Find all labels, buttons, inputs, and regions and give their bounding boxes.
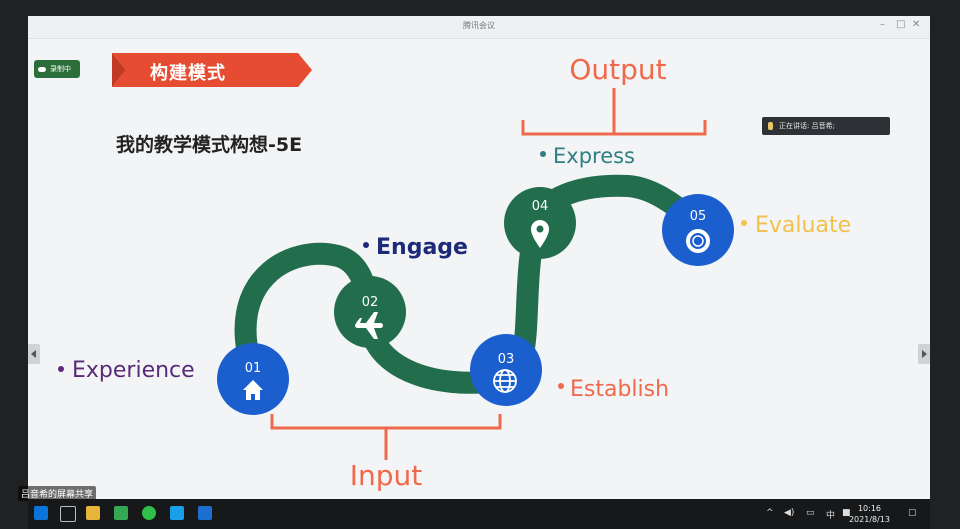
- step-number: 04: [532, 199, 549, 214]
- ime-indicator[interactable]: 中: [826, 511, 836, 521]
- windows-start-icon[interactable]: [34, 506, 48, 520]
- step-node-05: 05: [662, 194, 734, 266]
- location-pin-icon: [531, 220, 549, 248]
- engage-label: Engage: [376, 235, 468, 260]
- volume-icon[interactable]: ◀): [784, 508, 795, 518]
- chevron-up-icon[interactable]: ^: [766, 508, 774, 518]
- label-express: Express: [540, 144, 635, 168]
- experience-label: Experience: [72, 358, 195, 383]
- recording-badge[interactable]: 录制中: [34, 60, 80, 78]
- speaking-indicator: 正在讲话: 吕音希;: [762, 117, 890, 135]
- home-icon: [243, 380, 263, 400]
- clock-date: 2021/8/13: [848, 515, 890, 524]
- screen-share-notice: 吕音希的屏幕共享: [18, 486, 97, 501]
- task-view-icon[interactable]: [60, 506, 76, 522]
- step-node-01: 01: [217, 343, 289, 415]
- previous-slide-button[interactable]: [28, 344, 40, 364]
- system-clock[interactable]: 10:16 2021/8/13: [849, 503, 890, 525]
- next-slide-button[interactable]: [918, 344, 930, 364]
- keyboard-icon[interactable]: ▭: [806, 508, 815, 518]
- file-explorer-icon[interactable]: [86, 506, 100, 520]
- wechat-icon[interactable]: [142, 506, 156, 520]
- clock-time: 10:16: [857, 504, 882, 513]
- label-engage: Engage: [363, 235, 468, 260]
- label-establish: Establish: [558, 377, 669, 402]
- minimize-icon[interactable]: –: [880, 19, 885, 30]
- globe-icon: [493, 369, 517, 393]
- step-number: 03: [498, 352, 515, 367]
- tencent-meeting-taskbar-icon[interactable]: [198, 506, 212, 520]
- step-number: 01: [245, 361, 262, 376]
- recording-label: 录制中: [50, 65, 71, 73]
- window-titlebar: 腾讯会议 – □ ✕: [28, 16, 930, 39]
- lifebuoy-icon: [686, 229, 710, 253]
- app-green-icon[interactable]: [114, 506, 128, 520]
- input-label: Input: [350, 459, 423, 492]
- step-number: 05: [690, 209, 707, 224]
- banner-shape: [112, 53, 312, 87]
- step-node-03: 03: [470, 334, 542, 406]
- browser-icon[interactable]: [170, 506, 184, 520]
- microphone-icon: [768, 122, 773, 130]
- meeting-screen: 腾讯会议 – □ ✕ 录制中 正在讲话: 吕音希; 构建模式 我的教学模式构想-…: [28, 16, 930, 499]
- speaking-label: 正在讲话: 吕音希;: [779, 122, 835, 130]
- label-evaluate: Evaluate: [741, 213, 851, 238]
- output-bracket: [521, 88, 707, 136]
- evaluate-label: Evaluate: [755, 213, 851, 238]
- output-label: Output: [569, 53, 666, 86]
- security-icon[interactable]: ■: [842, 508, 851, 518]
- section-banner: 构建模式: [112, 53, 312, 87]
- window-title: 腾讯会议: [463, 21, 495, 30]
- input-bracket: [270, 414, 502, 460]
- cloud-icon: [38, 66, 46, 72]
- label-experience: Experience: [58, 358, 195, 383]
- banner-title: 构建模式: [150, 63, 226, 84]
- airplane-icon: [355, 312, 383, 339]
- establish-label: Establish: [570, 377, 669, 402]
- slide-subtitle: 我的教学模式构想-5E: [116, 134, 303, 156]
- step-node-04: 04: [504, 187, 576, 259]
- step-number: 02: [362, 295, 379, 310]
- windows-taskbar: ^ ◀) ▭ 中 ■ 10:16 2021/8/13 ▢: [28, 499, 930, 529]
- notification-icon[interactable]: ▢: [908, 508, 917, 518]
- five-e-diagram: Output Input 01 0: [58, 53, 851, 492]
- express-label: Express: [553, 144, 635, 168]
- maximize-icon[interactable]: □: [896, 19, 906, 30]
- close-icon[interactable]: ✕: [912, 19, 921, 30]
- step-node-02: 02: [334, 276, 406, 348]
